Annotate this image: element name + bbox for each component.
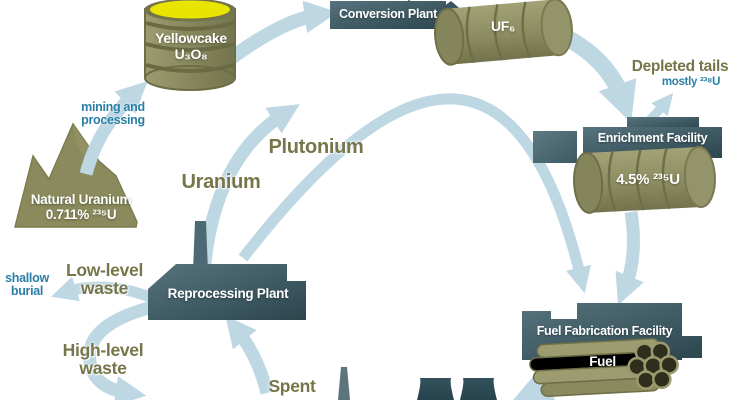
arrow-mining (79, 81, 148, 176)
arrow-plutonium-recycle (238, 93, 592, 294)
uranium-flow-label: Uranium (181, 171, 261, 193)
enrichment-facility-label: Enrichment Facility (597, 131, 708, 145)
fuel-rods (529, 337, 679, 398)
natural-uranium-grade: 0.711% ²³⁵U (45, 207, 117, 222)
yellowcake-top (150, 0, 230, 19)
shallow-burial-label: shallow burial (5, 271, 49, 298)
mining-processing-label: mining and processing (81, 100, 145, 127)
reprocessing-plant-building (148, 221, 306, 320)
enriched-grade-label: 4.5% ²³⁵U (616, 171, 680, 188)
yellowcake-label: Yellowcake (155, 30, 227, 46)
uf6-cylinder (434, 0, 573, 66)
reprocessing-plant-label: Reprocessing Plant (167, 286, 289, 301)
depleted-tails-label: Depleted tails (631, 58, 729, 75)
fuel-rod-ends (627, 341, 679, 390)
uf6-label: UF₆ (490, 18, 516, 34)
enriched-uranium-cylinder (573, 146, 716, 214)
cooling-tower (417, 378, 454, 400)
spent-fuel-label: Spent (268, 376, 316, 396)
fuel-label: Fuel (589, 354, 616, 369)
yellowcake-formula: U₃O₈ (174, 46, 208, 62)
natural-uranium-label: Natural Uranium (30, 192, 132, 207)
arrow-uranium-recycle (197, 104, 300, 273)
conversion-plant-label: Conversion Plant (339, 7, 437, 21)
low-level-waste-label: Low-level waste (65, 260, 144, 299)
arrow-enrichment-to-fabrication (615, 210, 644, 306)
arrow-highlevel-waste (83, 299, 158, 400)
cooling-tower (460, 378, 497, 400)
arrow-yellowcake-to-conversion (221, 0, 338, 68)
arrow-lowlevel-to-shallow-burial (50, 276, 152, 303)
power-plant (338, 367, 497, 400)
depleted-tails-sublabel: mostly ²³⁸U (661, 76, 721, 88)
high-level-waste-label: High-level waste (62, 340, 144, 379)
plutonium-flow-label: Plutonium (268, 136, 364, 158)
arrow-spent-to-reprocessing (225, 315, 274, 395)
fuel-fabrication-label: Fuel Fabrication Facility (536, 324, 673, 338)
yellowcake-barrel (144, 0, 236, 91)
power-plant-chimney (338, 367, 350, 400)
